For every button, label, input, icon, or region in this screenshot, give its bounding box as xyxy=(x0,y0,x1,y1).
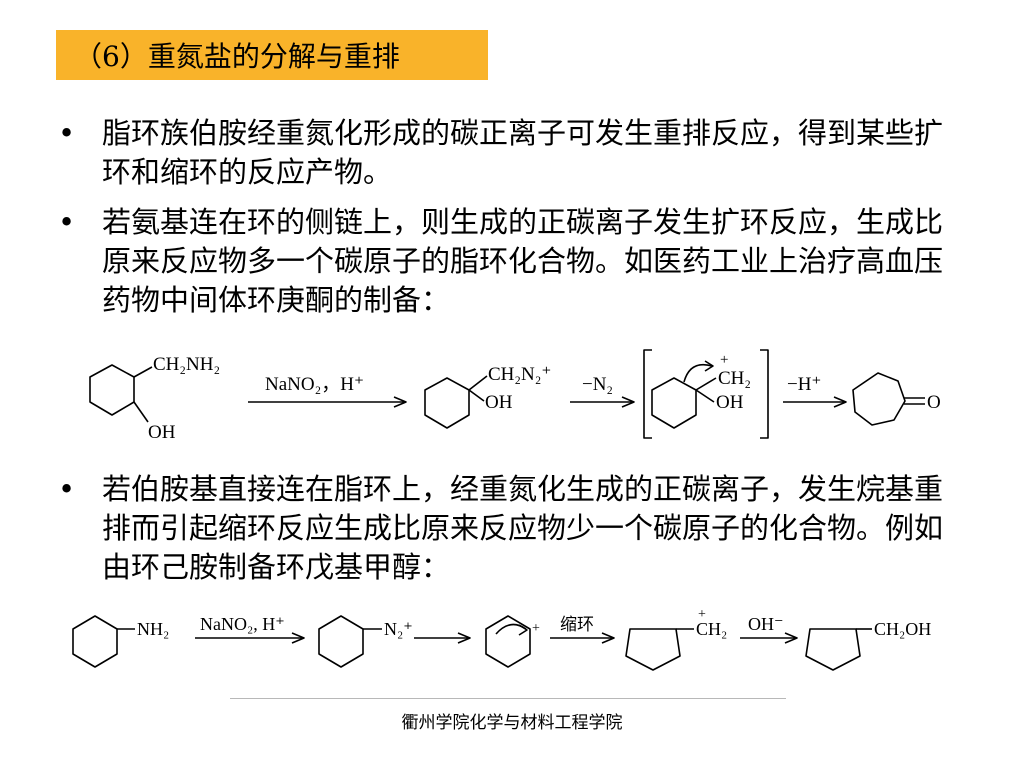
substituent-n2: N₂⁺ xyxy=(384,619,413,639)
bullet-dot: • xyxy=(58,205,76,239)
cyclohexane-ring-carbocation xyxy=(651,377,697,429)
reagent-ring-contraction: 缩环 xyxy=(560,615,594,634)
cycloheptane-ring-product xyxy=(852,372,906,426)
reaction-scheme-ring-contraction: NH₂ NaNO₂, H⁺ N₂⁺ + 缩环 + CH₂ OH⁻ CH₂OH xyxy=(72,607,931,671)
migration-arrow-head xyxy=(518,624,528,636)
slide-title: （6）重氮盐的分解与重排 xyxy=(56,30,488,80)
cation-charge: + xyxy=(532,621,540,636)
substituent-ch2: CH₂ xyxy=(718,368,751,389)
bracket-left xyxy=(643,349,652,439)
arrow-3-head xyxy=(601,632,615,644)
bullet-dot: • xyxy=(58,116,76,150)
bullet-text: 脂环族伯胺经重氮化形成的碳正离子可发生重排反应，得到某些扩环和缩环的反应产物。 xyxy=(102,116,944,189)
carbonyl-oxygen: O xyxy=(927,392,941,413)
substituent-ch2n2: CH₂N₂⁺ xyxy=(488,364,551,385)
reagent-hydroxide: OH⁻ xyxy=(748,614,784,634)
carbocation-charge: + xyxy=(720,352,728,368)
bullet-text: 若伯胺基直接连在脂环上，经重氮化生成的正碳离子，发生烷基重排而引起缩环反应生成比… xyxy=(102,472,944,584)
arrow-1-head xyxy=(393,396,407,408)
bullet-1: • 脂环族伯胺经重氮化形成的碳正离子可发生重排反应，得到某些扩环和缩环的反应产物… xyxy=(58,114,963,192)
substituent-nh2: NH₂ xyxy=(137,619,169,639)
substituent-oh: OH xyxy=(716,392,744,413)
bullet-text: 若氨基连在环的侧链上，则生成的正碳离子发生扩环反应，生成比原来反应物多一个碳原子… xyxy=(102,205,944,317)
arrow-1-head xyxy=(291,632,305,644)
arrow-3-head xyxy=(833,396,847,408)
reagent-minus-n2: −N₂ xyxy=(582,374,613,395)
migration-arrow xyxy=(683,363,713,383)
reaction-scheme-ring-expansion: CH₂NH₂ OH NaNO₂，H⁺ CH₂N₂⁺ OH −N₂ + CH₂ O… xyxy=(89,349,941,443)
bullet-3: • 若伯胺基直接连在脂环上，经重氮化生成的正碳离子，发生烷基重排而引起缩环反应生… xyxy=(58,470,963,587)
bond-oh xyxy=(695,389,715,403)
bullet-2: • 若氨基连在环的侧链上，则生成的正碳离子发生扩环反应，生成比原来反应物多一个碳… xyxy=(58,203,963,320)
arrow-4-head xyxy=(784,632,798,644)
bond-ch2 xyxy=(695,377,717,391)
cyclopentane-ring-cation xyxy=(625,628,681,671)
cyclohexyl-cation-ring xyxy=(485,615,531,668)
reagent-minus-h: −H⁺ xyxy=(787,374,821,395)
substituent-ch2oh: CH₂OH xyxy=(874,619,931,639)
reagent-nano2-h: NaNO₂，H⁺ xyxy=(265,374,364,395)
cyclohexane-ring-diazonium xyxy=(424,377,470,429)
cyclohexane-ring-diazonium xyxy=(318,615,364,668)
footer-divider xyxy=(230,698,786,699)
migration-arrow-head xyxy=(704,360,714,372)
substituent-oh: OH xyxy=(485,392,513,413)
carbocation-charge: + xyxy=(698,607,706,622)
bond-oh xyxy=(468,389,485,402)
arrow-2-head xyxy=(621,396,635,408)
footer-institution: 衢州学院化学与材料工程学院 xyxy=(401,713,623,733)
substituent-ch2nh2: CH₂NH₂ xyxy=(153,354,220,375)
reagent-nano2-h: NaNO₂, H⁺ xyxy=(200,614,285,634)
bond-oh xyxy=(133,401,149,423)
bracket-right xyxy=(760,349,769,439)
cyclohexane-ring-reactant xyxy=(72,615,118,668)
bond-ch2nh2 xyxy=(133,366,153,378)
cyclohexane-ring-reactant xyxy=(89,364,135,416)
bond-ch2n2 xyxy=(468,375,488,391)
cyclopentane-ring-product xyxy=(805,628,861,671)
substituent-ch2: CH₂ xyxy=(696,619,727,639)
substituent-oh: OH xyxy=(148,422,176,443)
bullet-dot: • xyxy=(58,472,76,506)
arrow-2-head xyxy=(457,632,471,644)
